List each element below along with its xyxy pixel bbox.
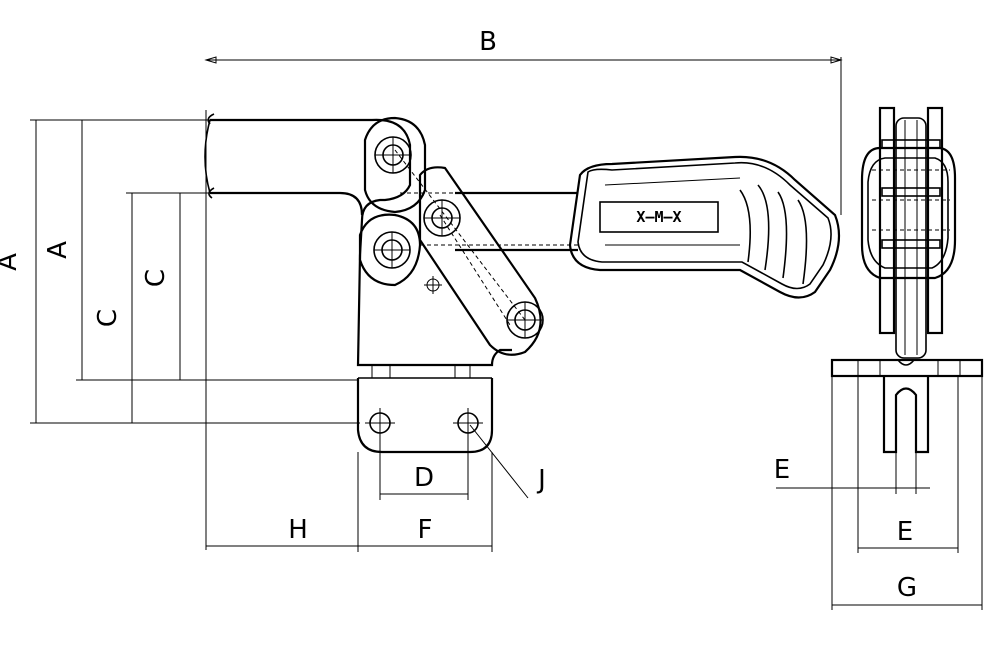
dim-label-g: G [897,573,917,603]
dim-label-h: H [288,515,308,545]
clamp-arm [210,118,412,256]
front-view-dimensions: E E G [774,376,983,610]
handle-logo-text: X–M–X [636,208,681,226]
dim-label-e-upper: E [774,455,790,485]
dim-leader-j [469,424,529,499]
side-view-dimensions: B A A C C H F D J [0,27,843,552]
dim-label-e-lower: E [897,517,913,547]
handle-grip [568,155,841,299]
dim-label-d: D [414,463,434,493]
dim-label-j: J [536,465,546,495]
handle-logo: X–M–X [599,201,719,233]
center-mark [424,276,442,294]
dim-label-f: F [418,515,433,545]
front-fork [882,376,930,454]
pivot-pin-3 [373,231,411,269]
front-base-flange [830,358,984,378]
dim-label-a-inner: A [43,241,73,259]
pivot-pin-1 [374,136,412,174]
dim-label-a-outer: A [0,253,23,271]
dim-label-b: B [479,27,497,57]
base-body [356,254,512,367]
mounting-flange [356,378,494,454]
front-head-outline [860,146,957,280]
link-lower [358,213,422,287]
pivot-pin-2 [423,199,461,237]
pivot-pin-4 [506,301,544,339]
dim-label-c-outer: C [93,309,123,327]
handle-shaft [455,191,578,252]
dim-label-c-inner: C [141,269,171,287]
front-view [830,106,984,454]
side-view: X–M–X [204,113,841,454]
